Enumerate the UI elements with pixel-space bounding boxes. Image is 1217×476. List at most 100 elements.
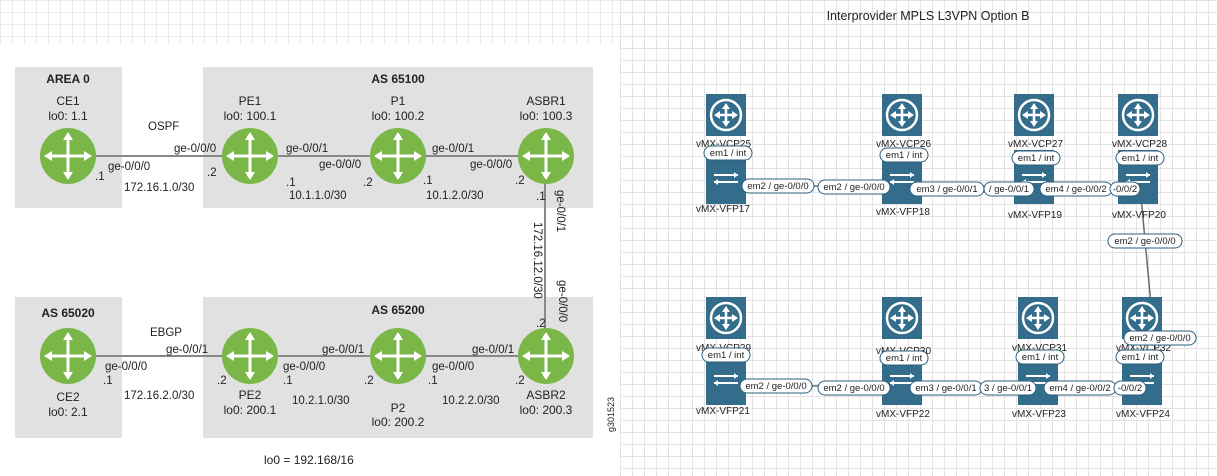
router-asbr2[interactable]: [518, 328, 574, 384]
as65100-title: AS 65100: [371, 72, 425, 86]
pe1-ge000: ge-0/0/0: [174, 143, 216, 155]
svg-text:em1 / int: em1 / int: [886, 353, 923, 364]
pe2-ge000: ge-0/0/0: [283, 361, 325, 373]
asbr2-name: ASBR2: [526, 388, 566, 402]
svg-text:em2 / ge-0/0/0: em2 / ge-0/0/0: [747, 181, 808, 192]
device-vcp27[interactable]: [1012, 92, 1056, 138]
port-em4-vfp19[interactable]: em4 / ge-0/0/2: [1039, 181, 1113, 197]
device-vcp29[interactable]: [704, 295, 748, 341]
router-pe1[interactable]: [222, 128, 278, 184]
ce2-ip: .1: [103, 375, 113, 387]
vcp28-name: vMX-VCP28: [1112, 139, 1167, 150]
router-p2[interactable]: [370, 328, 426, 384]
as65020-title: AS 65020: [41, 306, 95, 320]
svg-text:em1 / int: em1 / int: [886, 150, 923, 161]
port-em1-vfp24[interactable]: em1 / int: [1115, 349, 1165, 365]
p1-name: P1: [391, 94, 406, 108]
port-em1-vfp19[interactable]: em1 / int: [1011, 150, 1061, 166]
svg-text:em2 / ge-0/0/0: em2 / ge-0/0/0: [823, 383, 884, 394]
vcp25-name: vMX-VCP25: [696, 139, 751, 150]
pe2-ip-right: .1: [283, 375, 293, 387]
port-em4-vfp23[interactable]: em4 / ge-0/0/2: [1043, 380, 1117, 396]
svg-text:3 / ge-0/0/1: 3 / ge-0/0/1: [984, 383, 1032, 394]
p1-ip-left: .2: [363, 177, 373, 189]
net-ce2-pe2: 172.16.2.0/30: [124, 390, 194, 402]
svg-text:-0/0/2: -0/0/2: [1118, 383, 1142, 394]
svg-text:em3 / ge-0/0/1: em3 / ge-0/0/1: [916, 184, 977, 195]
p1-ge000: ge-0/0/0: [319, 159, 361, 171]
router-pe2[interactable]: [222, 328, 278, 384]
p2-ge001: ge-0/0/1: [322, 344, 364, 356]
device-vcp26[interactable]: [880, 92, 924, 138]
vfp19-name: vMX-VFP19: [1008, 210, 1062, 221]
port-ge002-vfp20[interactable]: -0/0/2: [1109, 181, 1141, 197]
port-em3-vfp18[interactable]: em3 / ge-0/0/1: [909, 181, 985, 197]
svg-text:em1 / int: em1 / int: [1018, 153, 1055, 164]
port-em2-vfp20-down[interactable]: em2 / ge-0/0/0: [1107, 233, 1183, 249]
svg-text:em2 / ge-0/0/0: em2 / ge-0/0/0: [745, 381, 806, 392]
port-em1-vfp22[interactable]: em1 / int: [879, 350, 929, 366]
port-ge001-vfp19[interactable]: / ge-0/0/1: [983, 181, 1035, 197]
pe2-name: PE2: [239, 388, 262, 402]
p1-ip-right: .1: [423, 175, 433, 187]
vfp18-name: vMX-VFP18: [876, 207, 930, 218]
port-em1-vfp21[interactable]: em1 / int: [701, 347, 751, 363]
vcp26-name: vMX-VCP26: [876, 139, 931, 150]
port-labels: em1 / int em1 / int em1 / int em1 / int …: [701, 145, 1197, 396]
pe1-ip-right: .1: [286, 177, 296, 189]
port-em1-vfp17[interactable]: em1 / int: [703, 145, 753, 161]
asbr1-name: ASBR1: [526, 94, 566, 108]
pe2-ge001: ge-0/0/1: [166, 344, 208, 356]
p2-ge000: ge-0/0/0: [432, 361, 474, 373]
svg-text:em2 / ge-0/0/0: em2 / ge-0/0/0: [823, 182, 884, 193]
port-em3-vfp23[interactable]: 3 / ge-0/0/1: [979, 380, 1037, 396]
vfp20-name: vMX-VFP20: [1112, 210, 1166, 221]
vfp17-name: vMX-VFP17: [696, 204, 750, 215]
area0-title: AREA 0: [46, 72, 90, 86]
port-em1-vfp20[interactable]: em1 / int: [1115, 150, 1165, 166]
device-vcp28[interactable]: [1116, 92, 1160, 138]
net-pe2-p2: 10.2.1.0/30: [292, 395, 350, 407]
ce1-loopback: lo0: 1.1: [48, 109, 88, 123]
router-ce1[interactable]: [40, 128, 96, 184]
port-em2-vfp18[interactable]: em2 / ge-0/0/0: [817, 179, 891, 195]
as65200-title: AS 65200: [371, 303, 425, 317]
asbr1-ip-down: .1: [536, 191, 546, 203]
svg-text:em1 / int: em1 / int: [710, 148, 747, 159]
router-ce2[interactable]: [40, 328, 96, 384]
p1-loopback: lo0: 100.2: [372, 109, 425, 123]
router-asbr1[interactable]: [518, 128, 574, 184]
svg-text:em1 / int: em1 / int: [1122, 352, 1159, 363]
asbr2-ip-left: .2: [515, 375, 525, 387]
pe1-name: PE1: [239, 94, 262, 108]
svg-text:em2 / ge-0/0/0: em2 / ge-0/0/0: [1114, 236, 1175, 247]
port-em1-vfp18[interactable]: em1 / int: [879, 147, 929, 163]
router-p1[interactable]: [370, 128, 426, 184]
pe1-ge001: ge-0/0/1: [286, 143, 328, 155]
port-em2-vfp22[interactable]: em2 / ge-0/0/0: [817, 380, 891, 396]
port-em2-vfp21[interactable]: em2 / ge-0/0/0: [739, 378, 813, 394]
port-em2-vfp17[interactable]: em2 / ge-0/0/0: [741, 178, 815, 194]
vfp24-name: vMX-VFP24: [1116, 409, 1170, 420]
svg-text:em4 / ge-0/0/2: em4 / ge-0/0/2: [1049, 383, 1110, 394]
net-p2-asbr2: 10.2.2.0/30: [442, 395, 500, 407]
device-vcp25[interactable]: [704, 92, 748, 138]
device-vcp30[interactable]: [880, 295, 924, 341]
port-em2-vfp24-up[interactable]: em2 / ge-0/0/0: [1123, 330, 1197, 346]
net-ce1-pe1: 172.16.1.0/30: [124, 182, 194, 194]
port-em1-vfp23[interactable]: em1 / int: [1015, 349, 1065, 365]
device-vcp31[interactable]: [1016, 295, 1060, 341]
p2-name: P2: [391, 401, 406, 415]
ce2-loopback: lo0: 2.1: [48, 405, 88, 419]
asbr2-ge001: ge-0/0/1: [472, 344, 514, 356]
lab-links: [730, 185, 1159, 387]
pe1-loopback: lo0: 100.1: [224, 109, 277, 123]
port-em3-vfp22[interactable]: em3 / ge-0/0/1: [909, 380, 983, 396]
figure-id: g301523: [606, 397, 616, 432]
svg-text:-0/0/2: -0/0/2: [1113, 184, 1137, 195]
net-pe1-p1: 10.1.1.0/30: [289, 190, 347, 202]
asbr2-ip-up: .2: [536, 318, 546, 330]
port-ge002-vfp24[interactable]: -0/0/2: [1113, 380, 1147, 396]
ce2-ge000: ge-0/0/0: [105, 361, 147, 373]
